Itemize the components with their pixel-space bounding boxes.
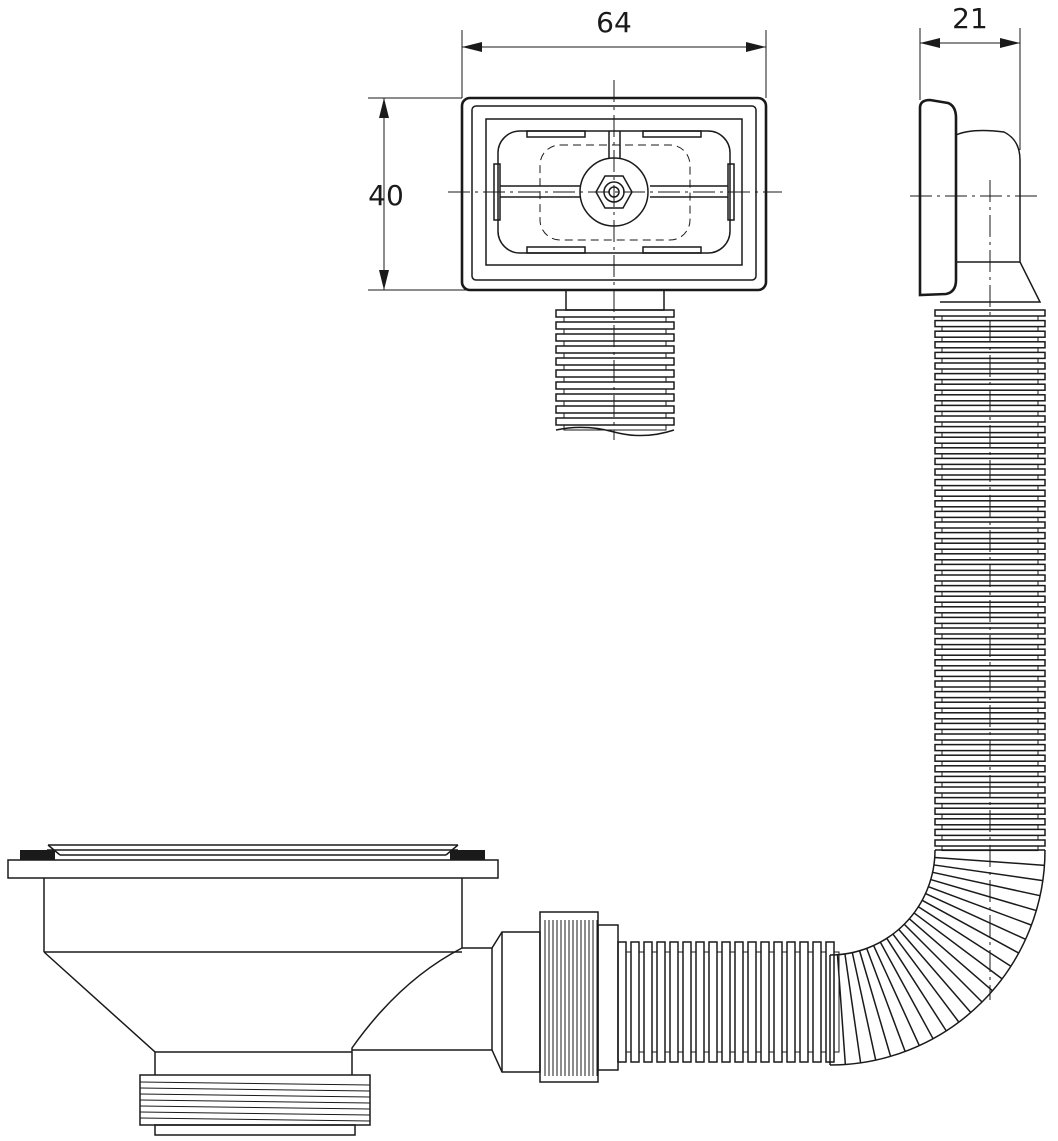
hose-bend-rib: [858, 950, 892, 1057]
thread-line: [139, 1117, 371, 1122]
hose-bend-rib: [872, 945, 920, 1046]
hose-rib: [812, 941, 822, 1063]
hose-rib: [555, 345, 675, 354]
hose-rib: [747, 941, 757, 1063]
thread-line: [139, 1093, 371, 1098]
hose-break: [555, 426, 675, 437]
hose-rib: [656, 941, 666, 1063]
hose-bend-rib: [844, 953, 862, 1063]
thread-line: [139, 1105, 371, 1110]
hose-bend-rib: [934, 856, 1045, 867]
hose-rib: [682, 941, 692, 1063]
hose-bend-outer: [829, 849, 1046, 1066]
dimension-depth: 21: [919, 2, 1021, 150]
hose-bend-rib: [925, 892, 1026, 940]
hose-rib: [555, 393, 675, 402]
overflow-front-view: [448, 80, 782, 440]
outlet-thread: [139, 1081, 371, 1122]
hose-rib: [630, 941, 640, 1063]
hose-rib: [734, 941, 744, 1063]
hose-rib: [555, 357, 675, 366]
hose-bend-rib: [892, 933, 960, 1023]
hose-rib: [555, 381, 675, 390]
thread-line: [139, 1087, 371, 1092]
overflow-side-view: [617, 98, 1046, 1066]
sink-strainer: [7, 844, 619, 1136]
dimension-width: 64: [461, 6, 767, 98]
hose-bend-rib: [908, 918, 993, 992]
hose-rib: [773, 941, 783, 1063]
dimension-height-label: 40: [368, 179, 404, 212]
hose-bend-rib: [928, 885, 1032, 926]
hose-rib: [934, 690, 1046, 699]
hose-rib: [786, 941, 796, 1063]
hose-bend-rib: [933, 864, 1043, 882]
dimension-height: 40: [368, 97, 480, 291]
hose-bend-rib: [865, 948, 906, 1052]
hose-rib: [555, 321, 675, 330]
hose-bend-rib: [932, 871, 1041, 897]
hose-bend-inner: [829, 849, 936, 956]
hose-rib: [555, 309, 675, 318]
hose-rib: [669, 941, 679, 1063]
hose-bend-rib: [917, 906, 1012, 967]
overflow-short-hose: [555, 309, 675, 437]
hose-groove: [563, 424, 667, 431]
hose-rib: [760, 941, 770, 1063]
hose-rib: [934, 383, 1046, 391]
hose-bend-rib: [913, 912, 1003, 980]
dimension-width-label: 64: [596, 6, 632, 39]
thread-line: [139, 1081, 371, 1086]
connector-nut: [544, 920, 598, 1076]
thread-line: [139, 1099, 371, 1104]
hose-rib: [934, 341, 1046, 349]
hose-groove: [833, 951, 840, 1053]
hose-rib: [555, 369, 675, 378]
thread-line: [139, 1111, 371, 1116]
hose-rib: [643, 941, 653, 1063]
hose-bend-rib: [886, 937, 947, 1032]
hose-rib: [617, 941, 627, 1063]
hose-bend-rib: [898, 928, 972, 1013]
hose-bend-rib: [930, 878, 1037, 912]
long-flexible-hose: [617, 309, 1046, 1066]
hose-bend-rib: [851, 952, 877, 1061]
hose-rib: [555, 417, 675, 426]
hose-rib: [695, 941, 705, 1063]
hose-rib: [708, 941, 718, 1063]
hose-bend-rib: [921, 899, 1020, 954]
hose-rib: [555, 405, 675, 414]
dimension-depth-label: 21: [952, 2, 988, 35]
hose-rib: [555, 333, 675, 342]
hose-rib: [721, 941, 731, 1063]
hose-bend-rib: [879, 941, 934, 1040]
hose-rib: [799, 941, 809, 1063]
hose-bend-rib: [903, 923, 983, 1003]
